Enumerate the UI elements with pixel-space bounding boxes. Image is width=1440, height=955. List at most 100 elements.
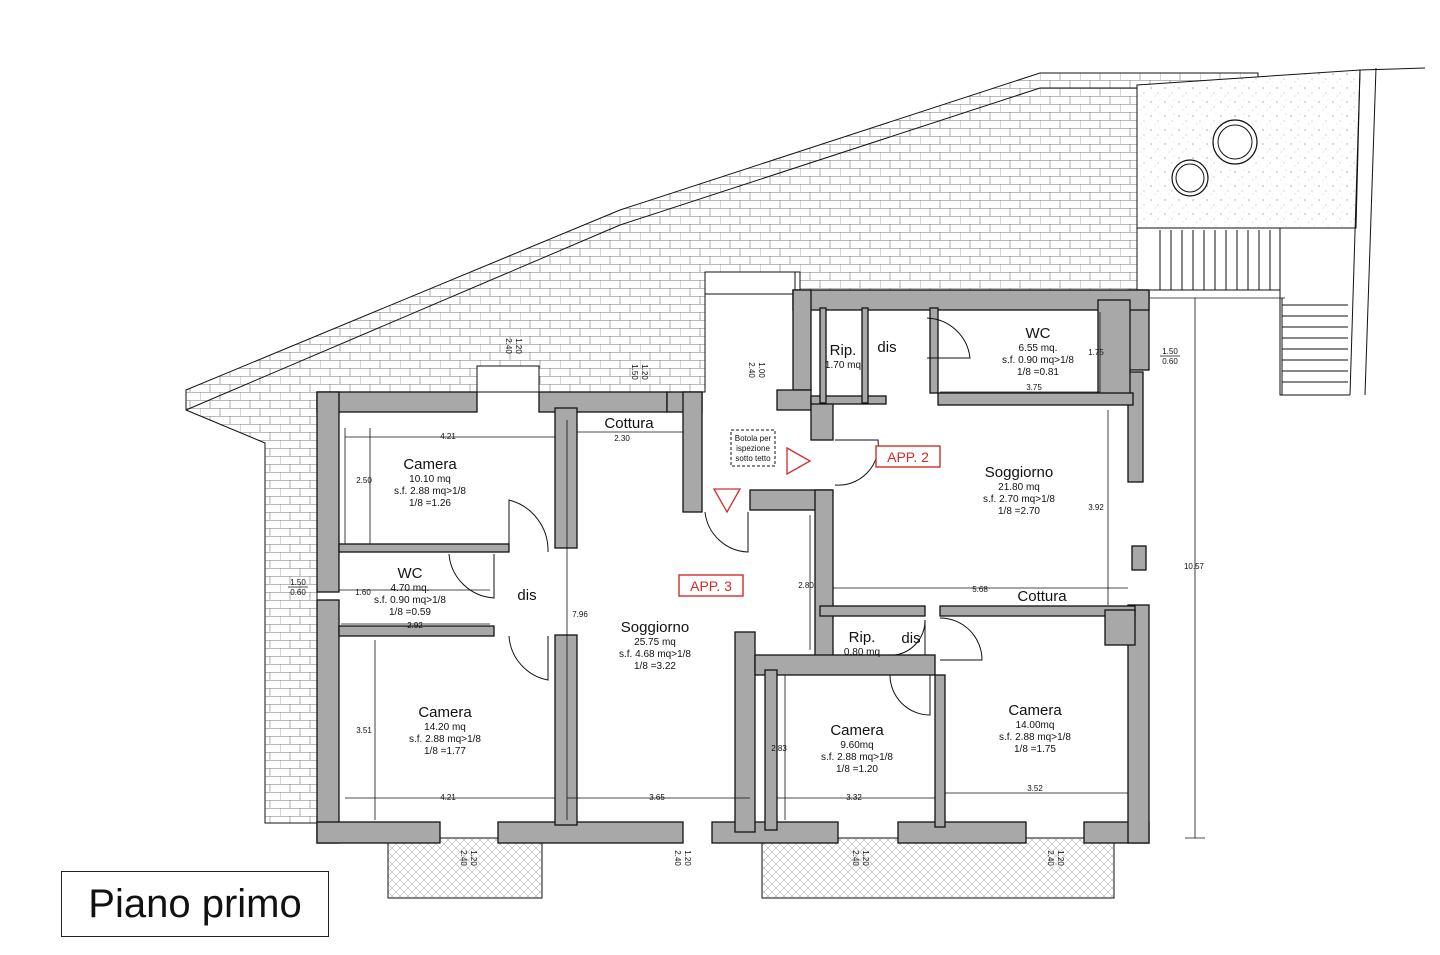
room-name: Rip.	[849, 629, 876, 646]
dimension-label: 3.75	[1026, 383, 1042, 392]
room-detail: 21.80 mq	[998, 482, 1040, 493]
entrance-arrows	[712, 446, 812, 514]
opening-size: 1.20	[1056, 850, 1065, 866]
roof-hatch	[730, 429, 776, 467]
opening-size: 1.20	[640, 364, 649, 380]
plan-title: Piano primo	[61, 871, 329, 937]
room-detail: s.f. 2.88 mq>1/8	[821, 752, 893, 763]
room-name: Camera	[830, 722, 884, 739]
room-detail: 1/8 =1.75	[1014, 744, 1056, 755]
dimension-label: 2.50	[356, 476, 372, 485]
balconies	[387, 271, 1115, 899]
dimension-lines	[339, 297, 1285, 839]
stair-outline	[1150, 227, 1350, 396]
opening-size: 1.20	[861, 850, 870, 866]
room-detail: 1/8 =0.59	[389, 607, 431, 618]
room-detail: s.f. 0.90 mq>1/8	[374, 595, 446, 606]
opening-size: 1.50	[1162, 347, 1178, 356]
room-detail: s.f. 2.88 mq>1/8	[394, 486, 466, 497]
dimension-label: 1.60	[355, 588, 371, 597]
room-name: dis	[901, 630, 920, 647]
room-detail: 6.55 mq.	[1019, 343, 1058, 354]
dimension-label: 2.30	[614, 434, 630, 443]
dimension-label: 7.96	[572, 610, 588, 619]
dimension-label: 3.92	[1088, 503, 1104, 512]
room-detail: 14.00mq	[1016, 720, 1055, 731]
dimension-label: 1.75	[1088, 348, 1104, 357]
dimension-label: 4.21	[440, 432, 456, 441]
room-name: Soggiorno	[621, 619, 689, 636]
room-name: dis	[517, 587, 536, 604]
room-name: Cottura	[604, 415, 654, 432]
room-detail: 14.20 mq	[424, 722, 466, 733]
opening-size: 2.40	[673, 850, 682, 866]
room-detail: s.f. 2.88 mq>1/8	[409, 734, 481, 745]
room-detail: 25.75 mq	[634, 637, 676, 648]
dimension-label: 3.52	[1027, 784, 1043, 793]
room-detail: 1/8 =0.81	[1017, 367, 1059, 378]
opening-size: 0.60	[1162, 357, 1178, 366]
opening-size: 2.40	[1046, 850, 1055, 866]
room-detail: 1/8 =1.20	[836, 764, 878, 775]
dimension-label: 4.21	[440, 793, 456, 802]
room-detail: s.f. 2.70 mq>1/8	[983, 494, 1055, 505]
garden-terrace	[1136, 67, 1426, 396]
room-name: Soggiorno	[985, 464, 1053, 481]
room-name: WC	[1026, 325, 1051, 342]
room-name: Camera	[403, 456, 457, 473]
room-detail: 9.60mq	[840, 740, 873, 751]
room-detail: 1.70 mq	[825, 360, 861, 371]
room-name: Camera	[1008, 702, 1062, 719]
opening-size: 2.40	[504, 338, 513, 354]
opening-size: 1.20	[514, 338, 523, 354]
dimension-label: 2.83	[771, 744, 787, 753]
hatch-note: Botola per ispezione sotto tetto	[735, 434, 772, 463]
walls	[316, 289, 1150, 844]
room-detail: 1/8 =1.77	[424, 746, 466, 757]
opening-size: 2.40	[747, 362, 756, 378]
dimension-label: 10.57	[1184, 562, 1205, 571]
dimension-label: 3.32	[846, 793, 862, 802]
dimension-label: 3.51	[356, 726, 372, 735]
room-detail: 4.70 mq.	[391, 583, 430, 594]
app2-box	[875, 445, 941, 468]
room-detail: 1/8 =3.22	[634, 661, 676, 672]
room-detail: 1/8 =1.26	[409, 498, 451, 509]
dimension-label: 2.80	[798, 581, 814, 590]
room-detail: s.f. 0.90 mq>1/8	[1002, 355, 1074, 366]
staircase	[1150, 227, 1350, 396]
room-detail: 1/8 =2.70	[998, 506, 1040, 517]
opening-size: 1.50	[290, 578, 306, 587]
brick-roof	[185, 72, 1259, 824]
room-name: WC	[398, 565, 423, 582]
svg-text:ispezione: ispezione	[736, 444, 770, 453]
dimension-labels: 4.21 2.50 1.60 2.92 3.51 4.21 2.30 7.96 3.65 2.80…	[355, 348, 1204, 802]
room-name: dis	[877, 339, 896, 356]
dimension-label: 3.65	[649, 793, 665, 802]
app3-box	[678, 574, 744, 597]
opening-size: 1.20	[683, 850, 692, 866]
room-detail: 10.10 mq	[409, 474, 451, 485]
app2-label: APP. 2	[887, 449, 929, 465]
svg-text:Botola per: Botola per	[735, 434, 772, 443]
opening-size: 2.40	[459, 850, 468, 866]
opening-size: 2.40	[851, 850, 860, 866]
svg-text:sotto tetto: sotto tetto	[735, 454, 771, 463]
room-detail: s.f. 4.68 mq>1/8	[619, 649, 691, 660]
room-detail: s.f. 2.88 mq>1/8	[999, 732, 1071, 743]
room-detail: 0.80 mq	[844, 647, 880, 658]
dimension-label: 2.92	[407, 621, 423, 630]
room-name: Cottura	[1017, 588, 1067, 605]
room-name: Rip.	[830, 342, 857, 359]
opening-size: 1.50	[630, 364, 639, 380]
opening-size: 1.00	[757, 362, 766, 378]
opening-size: 1.20	[469, 850, 478, 866]
door-swings	[448, 317, 983, 716]
dimension-label: 5.68	[972, 585, 988, 594]
opening-size: 0.60	[290, 588, 306, 597]
room-name: Camera	[418, 704, 472, 721]
app3-label: APP. 3	[690, 578, 732, 594]
